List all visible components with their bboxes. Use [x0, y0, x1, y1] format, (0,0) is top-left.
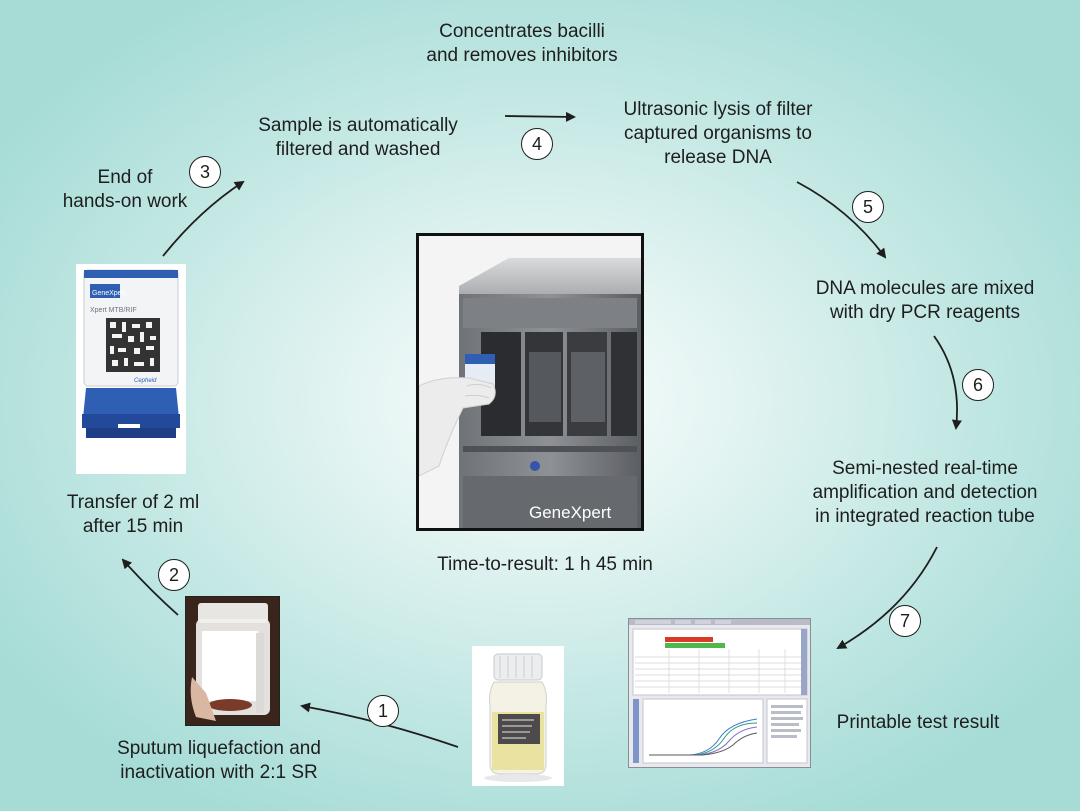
label-dna-mixed: DNA molecules are mixed with dry PCR rea…	[815, 278, 1035, 323]
cartridge-maker-text: Cepheid	[134, 378, 157, 384]
step-number-4: 4	[521, 128, 553, 160]
arrow-step-6	[933, 335, 962, 430]
arrow-step-4	[504, 111, 576, 122]
label-end-hands-on: End of hands-on work	[62, 167, 188, 212]
step-number-1: 1	[367, 695, 399, 727]
label-ultrasonic: Ultrasonic lysis of filter captured orga…	[623, 99, 813, 168]
step-number-7: 7	[889, 605, 921, 637]
cartridge-photo: GeneXpert Xpert MTB/RIF Cepheid	[76, 264, 186, 474]
label-concentrates: Concentrates bacilli and removes inhibit…	[426, 21, 618, 66]
label-printable: Printable test result	[836, 712, 1000, 733]
sample-reagent-bottle-photo	[472, 646, 564, 786]
label-semi-nested: Semi-nested real-time amplification and …	[812, 458, 1038, 527]
step-number-2: 2	[158, 559, 190, 591]
arrow-step-7	[836, 546, 938, 649]
cartridge-assay-text: Xpert MTB/RIF	[90, 307, 137, 314]
label-sample-filtered: Sample is automatically filtered and was…	[258, 115, 458, 160]
step-number-5: 5	[852, 191, 884, 223]
arrow-step-3	[162, 180, 245, 257]
genexpert-brand-text: GeneXpert	[529, 503, 611, 522]
sputum-container-photo	[185, 596, 280, 726]
genexpert-instrument-photo: GeneXpert	[416, 233, 644, 531]
label-sputum: Sputum liquefaction and inactivation wit…	[117, 738, 321, 783]
arrow-step-2	[121, 558, 179, 616]
step-number-6: 6	[962, 369, 994, 401]
arrow-step-5	[796, 181, 887, 259]
label-transfer: Transfer of 2 ml after 15 min	[66, 492, 200, 537]
label-time-to-result: Time-to-result: 1 h 45 min	[437, 554, 653, 575]
cartridge-brand-text: GeneXpert	[92, 290, 126, 297]
step-number-3: 3	[189, 156, 221, 188]
printable-result-screenshot	[628, 618, 811, 768]
